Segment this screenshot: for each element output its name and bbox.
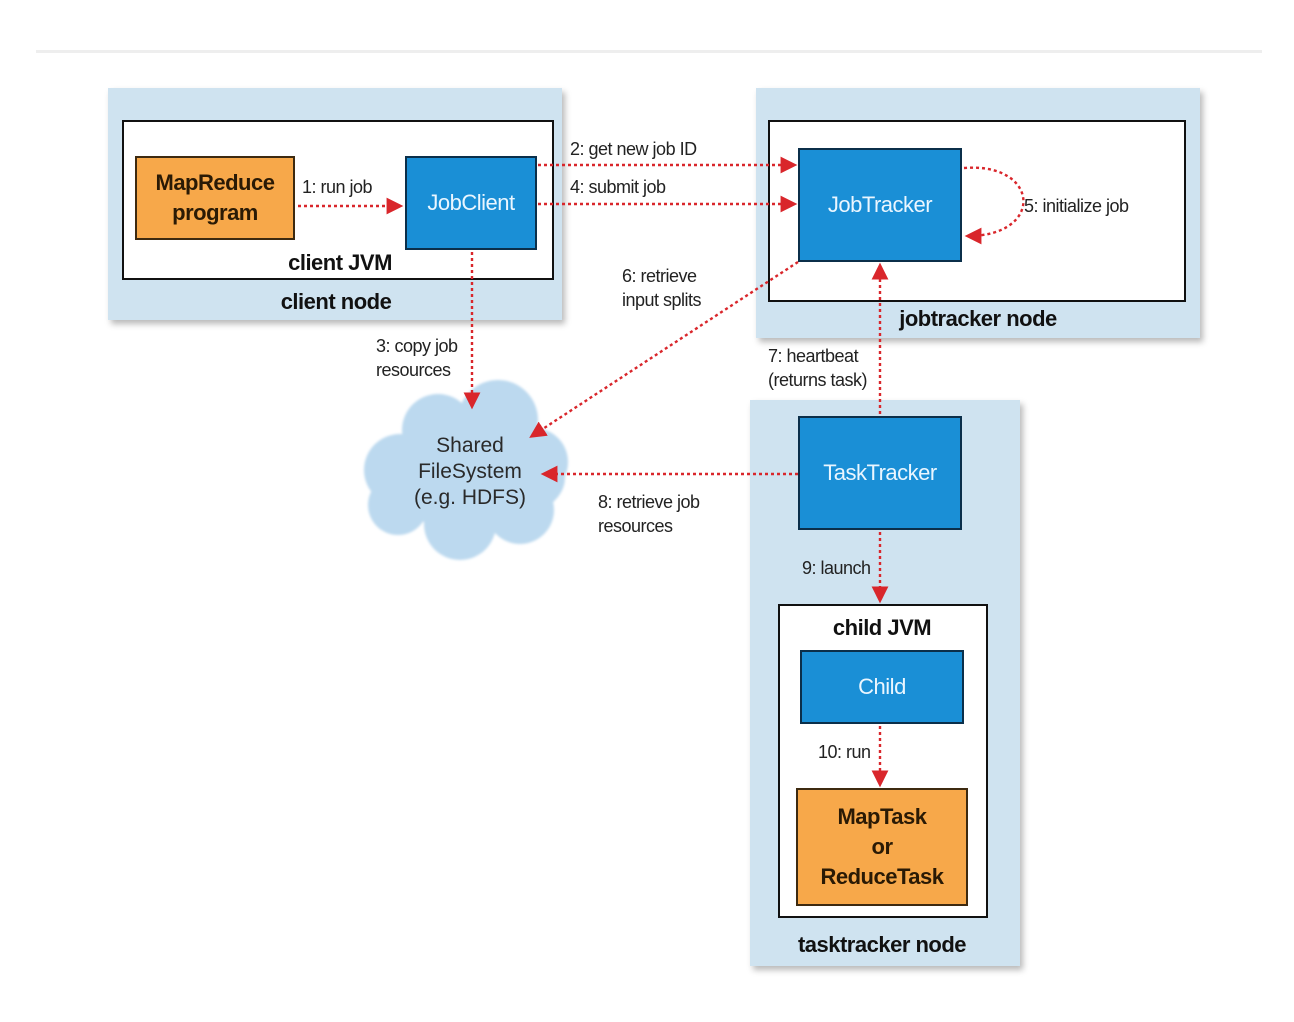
arrow-initialize-job (963, 166, 1025, 245)
child-label: Child (858, 674, 906, 699)
step1-label: 1: run job (302, 177, 373, 197)
step6-label-line1: 6: retrieve (622, 266, 697, 286)
shared-filesystem-cloud: Shared FileSystem (e.g. HDFS) (364, 380, 568, 560)
step8-label-line1: 8: retrieve job (598, 492, 700, 512)
mapreduce-program-line2: program (172, 200, 258, 225)
child-jvm-label: child JVM (832, 615, 932, 640)
mapreduce-program-line1: MapReduce (155, 170, 275, 195)
jobtracker-label: JobTracker (827, 192, 933, 217)
maptask-reducetask-box: MapTask or ReduceTask (796, 788, 968, 906)
filesystem-line3: (e.g. HDFS) (414, 486, 526, 509)
client-node-label: client node (280, 289, 392, 314)
child-box: Child (800, 650, 964, 724)
step4-label: 4: submit job (570, 177, 666, 197)
maptask-line2: or (871, 834, 894, 859)
tasktracker-node-label: tasktracker node (797, 932, 967, 957)
top-divider (36, 50, 1262, 53)
step9-label: 9: launch (802, 558, 871, 578)
step6-label-line2: input splits (622, 290, 702, 310)
tasktracker-box: TaskTracker (798, 416, 962, 530)
step3-label-line2: resources (376, 360, 451, 380)
step2-label: 2: get new job ID (570, 139, 697, 159)
step3-label-line1: 3: copy job (376, 336, 458, 356)
maptask-line3: ReduceTask (820, 864, 944, 889)
step7-label-line1: 7: heartbeat (768, 346, 859, 366)
jobtracker-node-label: jobtracker node (899, 306, 1057, 331)
maptask-line1: MapTask (837, 804, 927, 829)
jobtracker-box: JobTracker (798, 148, 962, 262)
step10-label: 10: run (818, 742, 871, 762)
jobclient-label: JobClient (427, 190, 515, 215)
tasktracker-label: TaskTracker (823, 460, 937, 485)
filesystem-line1: Shared (436, 434, 504, 457)
step5-label: 5: initialize job (1024, 196, 1129, 216)
step8-label-line2: resources (598, 516, 673, 536)
client-jvm-label: client JVM (288, 250, 392, 275)
step7-label-line2: (returns task) (768, 370, 868, 390)
filesystem-line2: FileSystem (418, 460, 522, 483)
mapreduce-program-box: MapReduce program (135, 156, 295, 240)
jobclient-box: JobClient (405, 156, 537, 250)
arrow-retrieve-input-splits (529, 260, 799, 438)
